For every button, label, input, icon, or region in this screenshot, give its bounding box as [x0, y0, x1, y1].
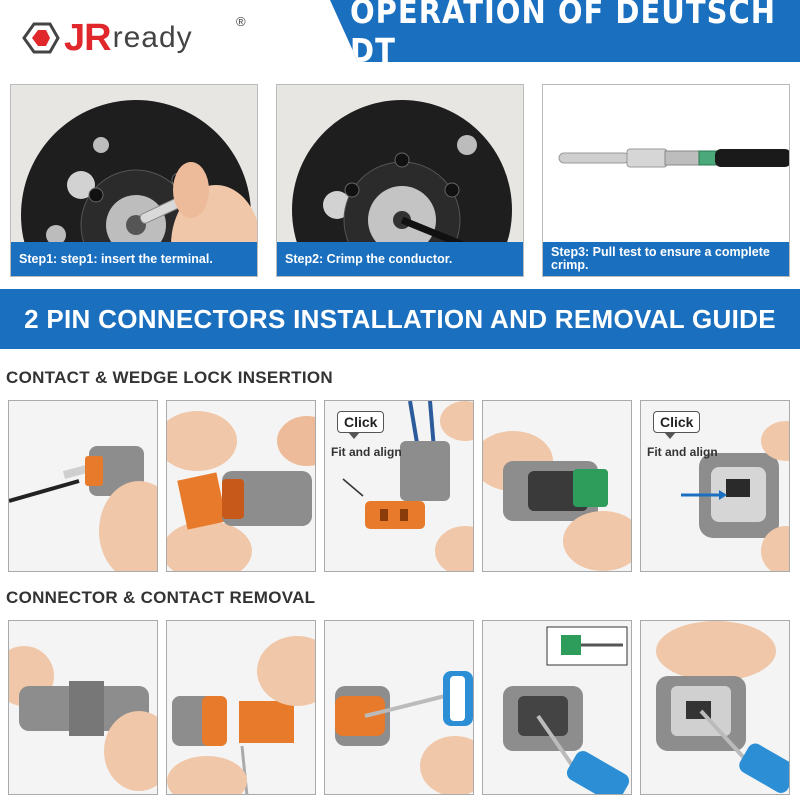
removal-tile-3	[324, 620, 474, 795]
insert-wedge-photo	[167, 401, 315, 571]
insertion-tile-1	[8, 400, 158, 572]
step-3-panel: Step3: Pull test to ensure a complete cr…	[542, 84, 790, 277]
click-bubble: Click	[653, 411, 701, 439]
remove-wedge-photo	[167, 621, 315, 794]
removal-tile-5	[640, 620, 790, 795]
remove-contact-photo	[641, 621, 789, 794]
wedge-locked-photo	[641, 401, 789, 571]
release-latch-photo	[483, 621, 631, 794]
registered-mark: ®	[236, 14, 246, 29]
click-bubble: Click	[337, 411, 385, 439]
page-title: OPERATION OF DEUTSCH DT	[350, 0, 777, 71]
insertion-heading: CONTACT & WEDGE LOCK INSERTION	[6, 368, 333, 387]
insertion-tile-5: Click Fit and align	[640, 400, 790, 572]
brand-suffix: ready	[112, 21, 193, 54]
separate-connector-photo	[9, 621, 157, 794]
removal-tile-2	[166, 620, 316, 795]
step-3-caption: Step3: Pull test to ensure a complete cr…	[543, 242, 789, 276]
insert-contact-photo	[9, 401, 157, 571]
step-1-panel: Step1: step1: insert the terminal.	[10, 84, 258, 277]
guide-banner: 2 PIN CONNECTORS INSTALLATION AND REMOVA…	[0, 289, 800, 349]
removal-heading: CONNECTOR & CONTACT REMOVAL	[6, 588, 316, 607]
screwdriver-pry-photo	[325, 621, 473, 794]
step-2-panel: Step2: Crimp the conductor.	[276, 84, 524, 277]
removal-tile-1	[8, 620, 158, 795]
step-2-caption: Step2: Crimp the conductor.	[277, 242, 523, 276]
fit-align-note: Fit and align	[647, 445, 718, 459]
wedge-inserted-photo	[483, 401, 631, 571]
step-1-caption: Step1: step1: insert the terminal.	[11, 242, 257, 276]
brand-logo: JR ready ®	[20, 14, 250, 62]
brand-prefix: JR	[64, 16, 112, 59]
brand-mark-icon	[22, 22, 60, 54]
insertion-tile-2	[166, 400, 316, 572]
header-banner: OPERATION OF DEUTSCH DT	[330, 0, 800, 62]
insertion-tile-3: Click Fit and align	[324, 400, 474, 572]
fit-align-note: Fit and align	[331, 445, 402, 459]
crimped-terminal-photo	[558, 148, 789, 168]
guide-title: 2 PIN CONNECTORS INSTALLATION AND REMOVA…	[24, 303, 776, 334]
insertion-tile-4	[482, 400, 632, 572]
removal-tile-4	[482, 620, 632, 795]
